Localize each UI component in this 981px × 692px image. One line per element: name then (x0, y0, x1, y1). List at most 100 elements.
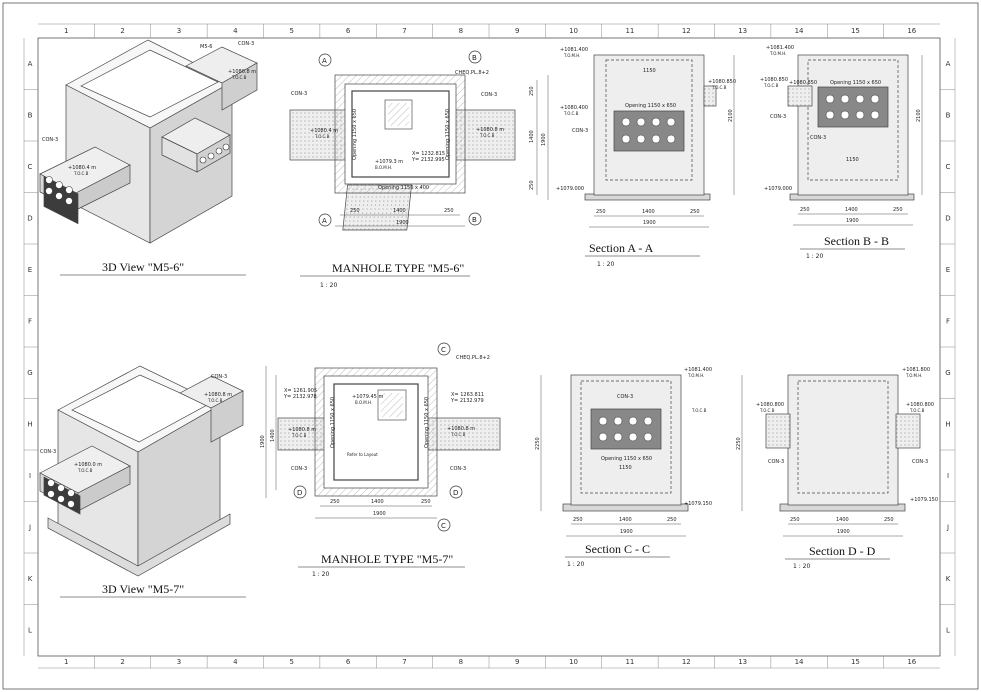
title-3d-m56: 3D View "M5-6" (102, 260, 184, 274)
bb-d1900: 1900 (846, 218, 859, 224)
scale-plan-m57: 1 : 20 (312, 571, 329, 578)
grid-col-bottom: 16 (907, 658, 916, 666)
plan-m56-opening: Opening 1150 x 400 (378, 185, 429, 191)
plan-m57-tocb-l: T.O.C.B (291, 433, 307, 438)
plan-m57-bomh: B.O.M.H. (355, 400, 372, 405)
grid-col-top: 16 (907, 27, 916, 35)
bb-con3-l: CON-3 (770, 114, 786, 120)
dd-el-bot: +1079.150 (910, 497, 938, 503)
note-el-1080-8: +1080.8 m (228, 69, 256, 75)
dd-d250-r: 250 (884, 517, 894, 523)
bb-d1150: 1150 (846, 157, 859, 163)
grid-row-left: A (28, 60, 33, 68)
grid-row-left: H (27, 420, 32, 428)
grid-row-left: D (27, 214, 32, 222)
plan-m56-bomh: B.O.M.H. (375, 165, 392, 170)
plan-m57-dims (265, 366, 437, 519)
plan-m57-d1400v: 1400 (270, 429, 276, 442)
section-bb-notes: +1081.400 T.O.M.H. +1080.850 T.O.C.B +10… (760, 45, 922, 224)
bb-con3-r: CON-3 (810, 135, 826, 141)
marker-c-top: C (441, 346, 446, 354)
section-dd-dims (741, 375, 903, 537)
note-con3-c: CON-3 (211, 374, 227, 380)
grid-col-bottom: 1 (64, 658, 68, 666)
plan-m56-d1400: 1400 (393, 208, 406, 214)
plan-m57-d1900v: 1900 (260, 435, 266, 448)
section-aa-notes: +1081.400 T.O.M.H. +1080.850 T.O.C.B +10… (556, 47, 736, 226)
grid-col-top: 5 (289, 27, 293, 35)
view3d-m57 (39, 365, 244, 577)
title-section-dd: Section D - D (809, 544, 876, 558)
grid-row-right: B (946, 111, 951, 119)
plan-m56-cheq: CHEQ.PL.8+2 (455, 70, 489, 76)
view3d-m56-notes: M5-6 CON-3 +1080.8 m T.O.C.B CON-3 +1080… (42, 41, 256, 176)
view3d-m56 (39, 39, 258, 244)
plan-m57-x2: X= 1263.811 (451, 392, 484, 398)
grid-col-top: 3 (177, 27, 181, 35)
grid-row-right: G (945, 369, 950, 377)
grid-col-top: 1 (64, 27, 68, 35)
plan-m56-d1900: 1900 (396, 220, 409, 226)
marker-d-left: D (297, 489, 302, 497)
aa-el-bot: +1079.000 (556, 186, 584, 192)
grid-row-left: J (28, 523, 31, 531)
plan-m56-d1400v: 1400 (529, 130, 535, 143)
section-cc-notes: +1081.400 T.O.M.H. T.O.C.B CON-3 Opening… (535, 367, 712, 535)
grid-col-bottom: 8 (459, 658, 463, 666)
bb-el-850: +1080.850 (760, 77, 788, 83)
plan-m56-notes: CON-3 CON-3 CHEQ.PL.8+2 +1080.4 m T.O.C.… (291, 70, 547, 226)
scale-section-cc: 1 : 20 (567, 561, 584, 568)
plan-m56-opening-l: Opening 1150 x 650 (352, 109, 358, 160)
grid-row-left: C (28, 163, 33, 171)
dd-tocb-r: T.O.C.B (909, 408, 925, 413)
grid-col-bottom: 7 (402, 658, 406, 666)
plan-m56-tocb-r: T.O.C.B (479, 133, 495, 138)
grid-col-bottom: 6 (346, 658, 351, 666)
note-el-1080-0: +1080.0 m (74, 462, 102, 468)
grid-col-top: 9 (515, 27, 519, 35)
cc-d1400: 1400 (619, 517, 632, 523)
plan-m57-cheq: CHEQ.PL.8+2 (456, 355, 490, 361)
note-tocb-c: T.O.C.B (207, 398, 223, 403)
plan-m57-con3-r: CON-3 (450, 466, 466, 472)
cc-d2250: 2250 (535, 437, 541, 450)
note-el-1080-8-b: +1080.8 m (204, 392, 232, 398)
plan-m57-opening-r: Opening 1150 x 650 (424, 397, 430, 448)
grid-col-bottom: 3 (177, 658, 181, 666)
cc-tocb: T.O.C.B (691, 408, 707, 413)
marker-b-bot: B (472, 216, 477, 224)
aa-el-400: +1080.400 (560, 105, 588, 111)
grid-row-left: F (28, 317, 32, 325)
section-bb-holes (825, 94, 880, 120)
grid-col-bottom: 5 (289, 658, 293, 666)
grid-col-top: 11 (625, 27, 634, 35)
bb-el-top: +1081.400 (766, 45, 794, 51)
section-aa-holes (621, 117, 676, 144)
plan-m56-d250-l: 250 (350, 208, 360, 214)
aa-tocb-l: T.O.C.B (563, 111, 579, 116)
plan-m56-opening-r: Opening 1150 x 650 (445, 109, 451, 160)
marker-d-right: D (453, 489, 458, 497)
grid-row-right: E (946, 266, 950, 274)
grid-row-right: L (946, 626, 950, 634)
plan-m56-con3-l: CON-3 (291, 91, 307, 97)
aa-d1900: 1900 (643, 220, 656, 226)
plan-m57-con3-l: CON-3 (291, 466, 307, 472)
note-tocb-a: T.O.C.B (231, 75, 247, 80)
bb-tomh: T.O.M.H. (769, 51, 786, 56)
note-con3-d: CON-3 (40, 449, 56, 455)
section-dd-notes: +1081.800 T.O.M.H. +1080.800 T.O.C.B +10… (736, 367, 938, 535)
grid-row-left: I (29, 472, 31, 480)
dd-el-l: +1080.800 (756, 402, 784, 408)
scale-section-bb: 1 : 20 (806, 253, 823, 260)
plan-m57-refer: Refer to Layout (347, 452, 378, 457)
grid-col-top: 2 (120, 27, 124, 35)
grid-col-bottom: 11 (625, 658, 634, 666)
aa-opening: Opening 1150 x 650 (625, 103, 676, 109)
section-markers-m57: C C D D (293, 342, 463, 532)
marker-b-top: B (472, 54, 477, 62)
plan-m56-el-r: +1080.8 m (476, 127, 504, 133)
grid-col-bottom: 10 (569, 658, 578, 666)
grid-col-bottom: 15 (851, 658, 860, 666)
plan-m56-el-bot: +1079.3 m (375, 159, 403, 165)
